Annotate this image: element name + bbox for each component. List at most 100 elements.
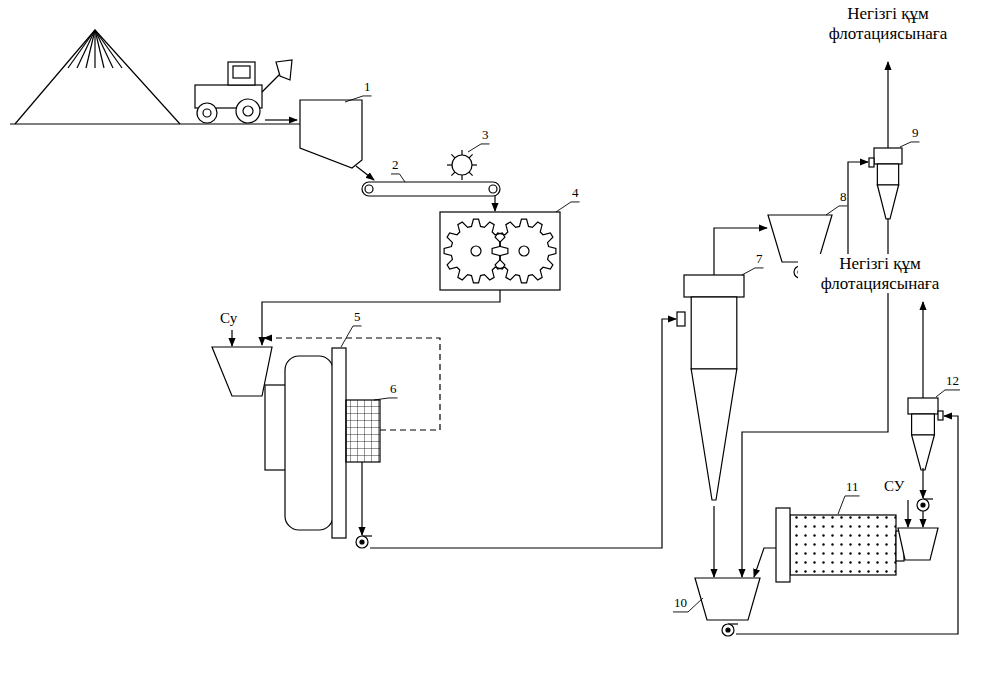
leader-line	[838, 496, 845, 514]
leader-line	[826, 206, 839, 215]
flow-line	[714, 228, 767, 275]
front-loader	[228, 62, 255, 85]
callout-number: 2	[392, 158, 399, 173]
magnetic-separator	[469, 154, 473, 158]
ore-stockpile	[95, 30, 122, 68]
hydrocyclone	[874, 148, 902, 164]
roll-crusher	[519, 246, 529, 256]
front-loader	[233, 66, 250, 78]
flow-line	[887, 62, 888, 148]
flow-line	[922, 468, 923, 498]
callout-number: 4	[572, 186, 579, 201]
leader-line	[911, 141, 920, 142]
hydrocyclone	[938, 411, 943, 420]
pump-sump	[695, 578, 760, 620]
callout-number: 3	[482, 128, 489, 143]
hydrocyclone	[908, 398, 943, 470]
leader-line	[571, 201, 580, 202]
autogenous-mill	[265, 385, 287, 470]
product-note: Негізгі құм флотациясынаға	[798, 254, 962, 293]
callout-number: 7	[756, 252, 763, 267]
roll-crusher	[492, 219, 556, 283]
autogenous-mill	[212, 347, 272, 396]
autogenous-mill	[332, 348, 346, 538]
belt-conveyor	[365, 185, 373, 193]
hydrocyclone	[908, 398, 938, 414]
leader-line	[481, 143, 490, 144]
roll-crusher	[471, 246, 481, 256]
ball-mill	[898, 528, 938, 560]
flow-line	[922, 511, 923, 527]
recycle-line	[264, 338, 440, 430]
magnetic-separator	[461, 175, 462, 180]
magnetic-separator	[451, 172, 455, 176]
hydrocyclone	[877, 185, 898, 219]
hydrocyclone	[869, 148, 902, 219]
ore-stockpile	[68, 30, 95, 68]
product-note: Негізгі құм флотациясынаға	[806, 4, 970, 43]
flow-line	[232, 62, 958, 634]
leader-line	[755, 267, 764, 268]
leader-line	[468, 144, 481, 152]
ore-stockpile	[10, 30, 300, 124]
leader-line	[391, 173, 400, 174]
callout-number: 8	[840, 190, 847, 205]
recycle-line	[264, 338, 440, 430]
hydrocyclone	[691, 369, 737, 500]
magnetic-separator	[461, 150, 462, 155]
callout-number: 10	[674, 596, 687, 611]
hydrocyclone	[677, 312, 685, 326]
flow-line	[736, 416, 958, 634]
hydrocyclone	[877, 164, 898, 185]
front-loader	[236, 99, 260, 123]
callout-number: 12	[946, 374, 959, 389]
roll-crusher	[440, 212, 560, 290]
magnetic-separator	[469, 172, 473, 176]
front-loader	[243, 106, 253, 116]
flow-line	[713, 506, 714, 577]
flow-line	[494, 196, 495, 211]
ball-mill	[790, 515, 896, 575]
callout-number: 1	[364, 80, 371, 95]
slurry-pump	[726, 628, 730, 632]
hydrocyclone	[912, 414, 935, 435]
flow-line	[231, 330, 232, 346]
leader-line	[900, 142, 911, 147]
slurry-pump	[921, 503, 925, 507]
leader-line	[341, 326, 353, 347]
leader-line	[688, 598, 703, 612]
front-loader	[203, 109, 211, 117]
magnetic-separator	[472, 164, 477, 165]
autogenous-mill	[285, 356, 333, 530]
flow-line	[265, 119, 297, 120]
flow-line	[370, 319, 676, 548]
leader-line	[936, 390, 945, 397]
trommel-screen	[346, 400, 380, 462]
callout-number: 11	[846, 480, 859, 495]
magnetic-separator	[452, 155, 472, 175]
belt-conveyor	[362, 182, 500, 196]
callout-number: 9	[912, 126, 919, 141]
front-loader	[276, 60, 292, 80]
leader-line	[742, 268, 755, 275]
flow-line	[907, 500, 908, 527]
magnetic-separator	[447, 164, 452, 165]
ball-mill	[776, 508, 790, 582]
leader-line	[945, 389, 960, 390]
leader-line	[345, 96, 363, 102]
receiving-hopper	[300, 100, 374, 180]
ore-stockpile	[15, 30, 180, 124]
water-label: СУ	[884, 478, 904, 495]
leader-line	[673, 611, 688, 612]
ore-stockpile	[10, 123, 300, 124]
callout-number: 6	[390, 382, 397, 397]
roll-crusher	[444, 219, 508, 283]
flow-line	[262, 290, 500, 345]
leader-line	[845, 495, 860, 496]
flow-line	[922, 302, 923, 398]
leader-line	[389, 397, 398, 398]
slurry-pump	[360, 540, 364, 544]
leader-line	[839, 205, 848, 206]
